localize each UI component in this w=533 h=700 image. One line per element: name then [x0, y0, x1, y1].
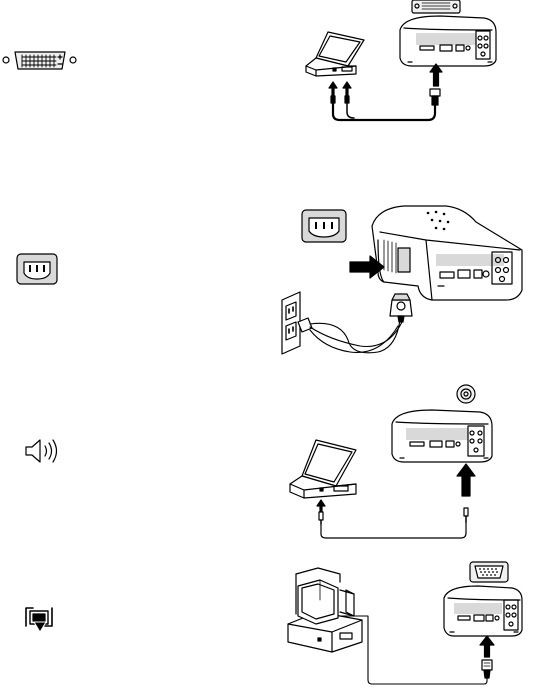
- connect-arrow-icon: [480, 636, 494, 657]
- power-inlet-icon: [17, 254, 57, 284]
- projector-illustration: [392, 410, 492, 462]
- laptop-illustration: [290, 440, 356, 498]
- wall-outlet-illustration: [282, 292, 300, 354]
- projector-power-plug: [390, 294, 412, 322]
- section-video: [3, 0, 496, 120]
- audio-cable: [319, 508, 468, 538]
- speaker-icon: [26, 440, 57, 462]
- dvi-connector-icon: [3, 52, 76, 69]
- projector-perspective-illustration: [372, 206, 522, 300]
- monitor-loop-icon: [26, 608, 52, 632]
- vga-connector-inset-icon: [470, 562, 508, 582]
- dvi-connector-inset-icon: [412, 0, 460, 13]
- desktop-computer-illustration: [288, 568, 362, 652]
- projector-illustration: [444, 586, 522, 636]
- section-power: [17, 206, 522, 354]
- power-cord: [310, 320, 402, 353]
- section-audio: [26, 385, 492, 538]
- laptop-illustration: [306, 32, 364, 76]
- projector-illustration: [400, 16, 496, 66]
- power-inlet-inset-icon: [302, 210, 346, 242]
- audio-jack-inset-icon: [457, 385, 475, 403]
- section-monitor: [26, 562, 522, 684]
